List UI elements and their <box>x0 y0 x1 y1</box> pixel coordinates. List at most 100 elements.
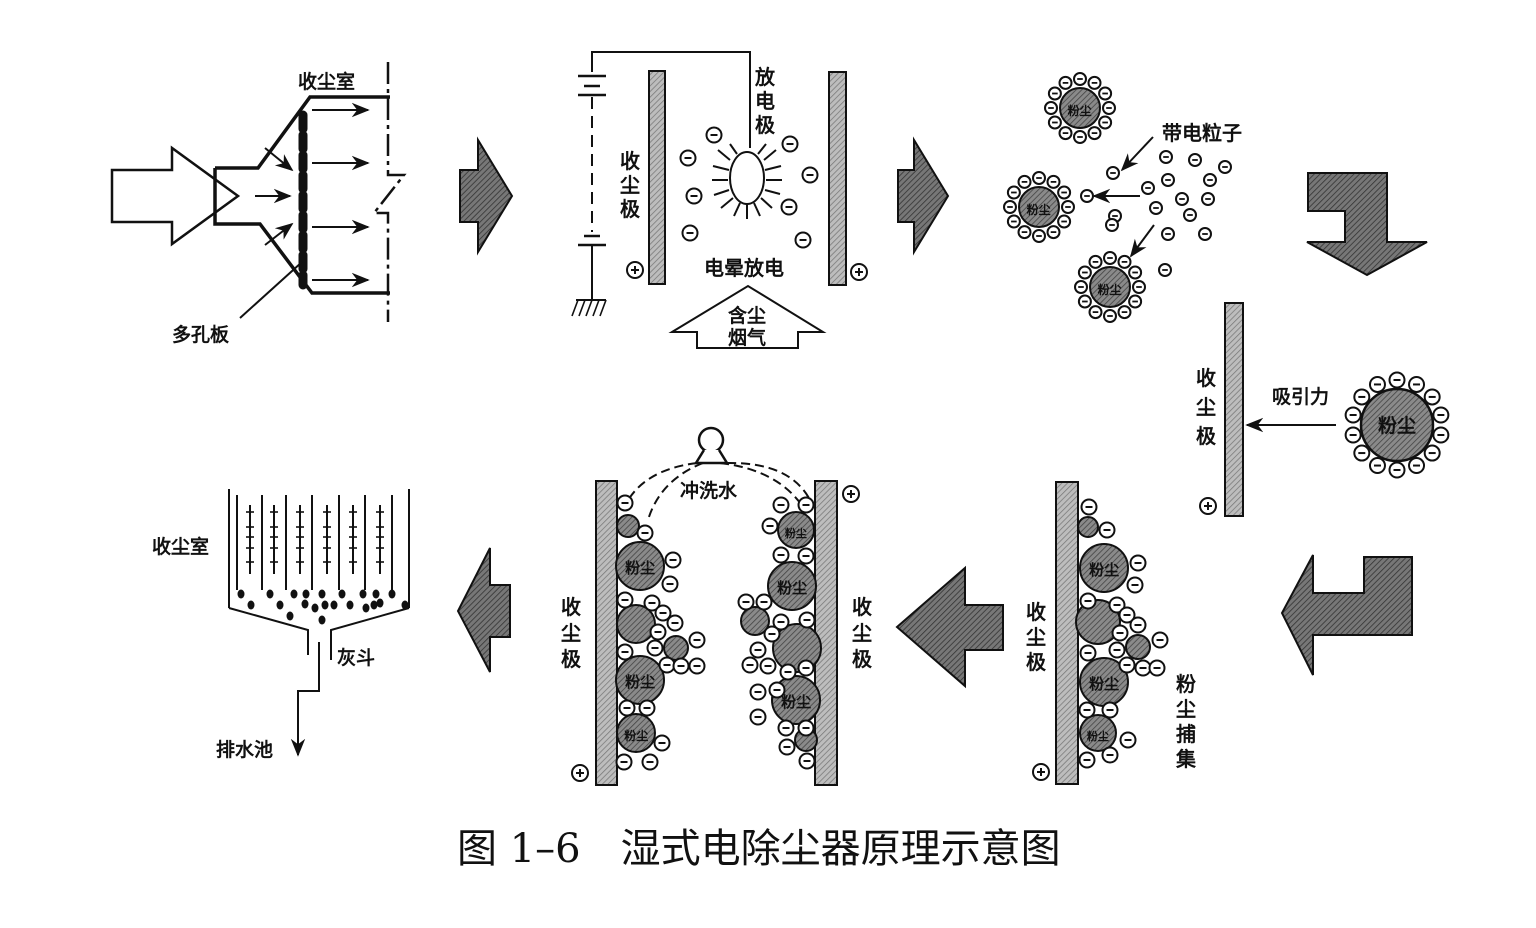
negative-charge-icon <box>1368 375 1386 393</box>
dust-particle: 粉尘 <box>767 561 817 611</box>
negative-charge-icon <box>759 657 777 675</box>
negative-charge-icon <box>1159 150 1173 164</box>
dust-label: 粉尘 <box>1098 282 1122 297</box>
negative-charge-icon <box>664 551 682 569</box>
negative-charge-icon <box>1353 444 1371 462</box>
dust-particle <box>1077 516 1099 538</box>
flue-gas-arrow <box>668 284 827 349</box>
dust-droplet <box>318 589 326 599</box>
dust-label: 粉尘 <box>1027 202 1051 217</box>
collector-plate-left <box>648 70 666 285</box>
negative-charge-icon <box>646 639 664 657</box>
ground-icon <box>571 299 607 317</box>
negative-charge-icon <box>1047 86 1062 101</box>
collector-label-2: 尘 <box>1196 395 1216 419</box>
dust-particle: 粉尘 <box>1079 714 1117 752</box>
negative-charge-icon <box>1353 388 1371 406</box>
spray-nozzle-icon <box>693 426 730 465</box>
collector-label-right-2: 尘 <box>852 621 872 645</box>
negative-charge-icon <box>1073 130 1087 144</box>
collector-label-3: 极 <box>620 197 641 221</box>
negative-charge-icon <box>1149 201 1163 215</box>
collector-label-left-1: 收 <box>561 595 581 619</box>
negative-charge-icon <box>1175 192 1189 206</box>
negative-charge-icon <box>1388 371 1406 389</box>
negative-charge-icon <box>1088 254 1103 269</box>
negative-charge-icon <box>1103 309 1117 323</box>
collector-label-2: 尘 <box>1026 625 1046 649</box>
dust-droplet <box>359 589 367 599</box>
negative-charge-icon <box>1078 751 1096 769</box>
negative-charge-icon <box>1201 192 1215 206</box>
dust-droplet <box>237 589 245 599</box>
negative-charge-icon <box>1074 280 1088 294</box>
discharge-electrode-label-1: 放 <box>754 65 776 89</box>
dust-label: 粉尘 <box>785 526 807 540</box>
negative-charge-icon <box>749 683 767 701</box>
negative-charge-icon <box>763 625 781 643</box>
dust-particle: 粉尘 <box>777 511 815 549</box>
dust-droplet <box>301 599 309 609</box>
step-arrow-left-elbow <box>1280 554 1413 676</box>
negative-charge-icon <box>772 546 790 564</box>
hopper-label: 灰斗 <box>337 646 375 669</box>
charged-particles-label: 带电粒子 <box>1162 121 1242 145</box>
dust-droplet <box>266 589 274 599</box>
negative-charge-icon <box>1158 263 1172 277</box>
dust-label: 粉尘 <box>1068 103 1092 118</box>
negative-charge-icon <box>1101 701 1119 719</box>
dust-droplet <box>321 600 329 610</box>
negative-charge-icon <box>1108 641 1126 659</box>
negative-charge-icon <box>1103 251 1117 265</box>
dust-particle <box>616 604 656 644</box>
negative-charge-icon <box>618 699 636 717</box>
negative-charge-icon <box>1046 225 1061 240</box>
negative-charge-icon <box>1132 280 1146 294</box>
attraction-force-label: 吸引力 <box>1272 385 1329 408</box>
collector-label-2: 尘 <box>620 173 640 197</box>
negative-charge-icon <box>1006 185 1021 200</box>
dust-particle: 粉尘 <box>1018 186 1060 228</box>
negative-charge-icon <box>1423 388 1441 406</box>
negative-charge-icon <box>1151 631 1169 649</box>
negative-charge-icon <box>779 663 797 681</box>
inlet-flow-arrow <box>110 145 241 247</box>
negative-charge-icon <box>1117 305 1132 320</box>
step-arrow-right-2 <box>897 136 950 256</box>
flue-gas-label-2: 烟气 <box>728 326 766 349</box>
negative-charge-icon <box>1134 659 1152 677</box>
negative-charge-icon <box>1203 173 1217 187</box>
negative-charge-icon <box>761 517 779 535</box>
collector-plate-right <box>828 71 847 286</box>
negative-charge-icon <box>1432 426 1450 444</box>
dust-particle <box>663 635 689 661</box>
collector-label-left-2: 尘 <box>561 621 581 645</box>
negative-charge-icon <box>615 753 633 771</box>
dust-particle: 粉尘 <box>615 655 665 705</box>
negative-charge-icon <box>1017 174 1032 189</box>
negative-charge-icon <box>1073 72 1087 86</box>
step-arrow-left-2 <box>456 547 511 673</box>
step-arrow-down <box>1306 172 1428 277</box>
dust-droplet <box>370 600 378 610</box>
negative-charge-icon <box>1046 174 1061 189</box>
negative-charge-icon <box>688 657 706 675</box>
negative-charge-icon <box>797 547 815 565</box>
dust-droplet <box>286 611 294 621</box>
negative-charge-icon <box>1098 521 1116 539</box>
negative-charge-icon <box>749 641 767 659</box>
negative-charge-icon <box>688 631 706 649</box>
dust-droplet <box>346 600 354 610</box>
collector-label-left-3: 极 <box>561 647 582 671</box>
dust-particle <box>740 606 770 636</box>
capture-label-1: 粉 <box>1176 672 1196 696</box>
negative-charge-icon <box>641 753 659 771</box>
negative-charge-icon <box>672 657 690 675</box>
negative-charge-icon <box>1344 406 1362 424</box>
step-arrow-right-1 <box>459 136 514 256</box>
negative-charge-icon <box>798 752 816 770</box>
figure-caption: 图 1–6 湿式电除尘器原理示意图 <box>457 826 1061 872</box>
dust-label: 粉尘 <box>625 559 655 577</box>
